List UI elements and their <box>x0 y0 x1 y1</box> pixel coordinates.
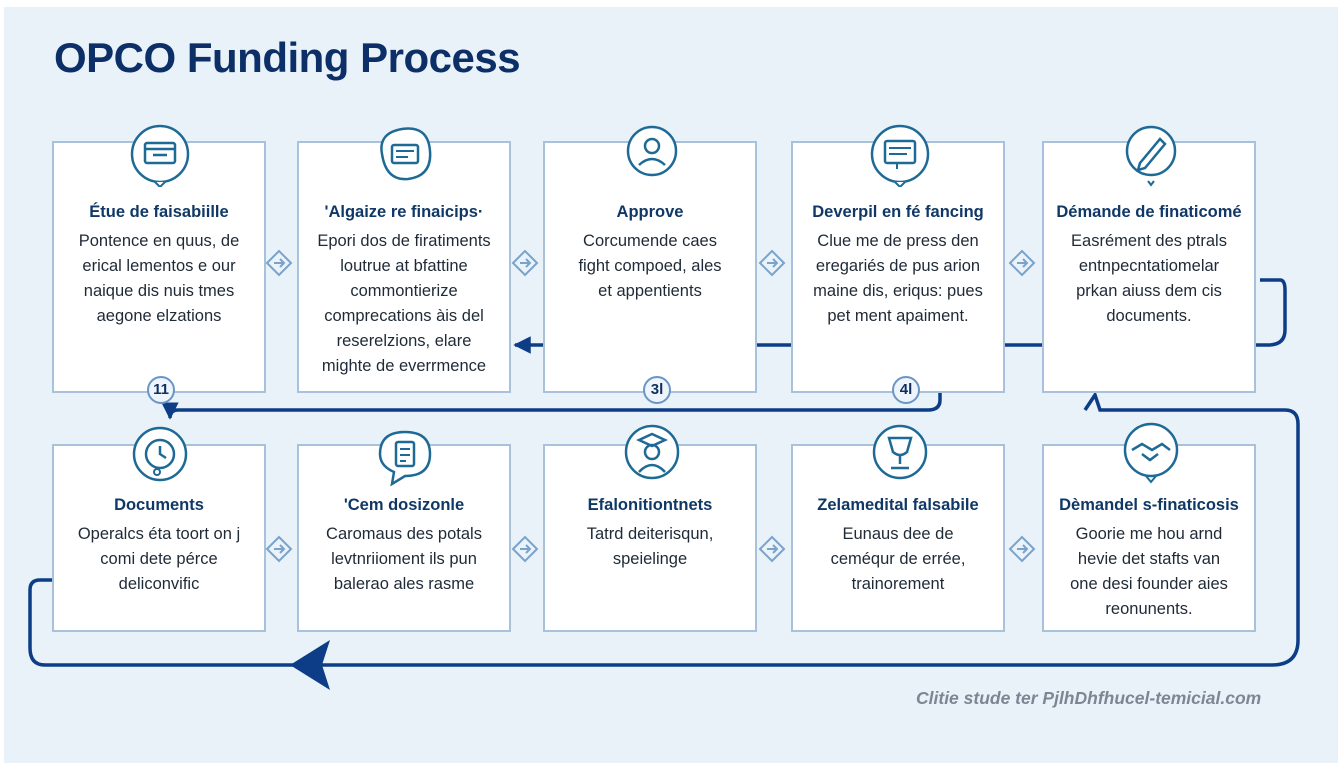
step-title: Approve <box>616 203 684 221</box>
step-line: Eunaus dee de <box>842 525 954 543</box>
step-line: prkan aiuss dem cis <box>1076 282 1222 300</box>
clock-icon <box>132 426 188 482</box>
step-line: hevie det stafts van <box>1077 550 1221 568</box>
step-number-badge: 11 <box>147 376 175 404</box>
handshake-icon <box>1123 422 1179 484</box>
step-title: Étue de faisabiille <box>89 203 229 221</box>
step-line: trainorement <box>851 575 945 593</box>
flow-arrow-head <box>290 640 330 690</box>
step-description: Caromaus des potals levtnriioment ils pu… <box>303 522 505 597</box>
step-title: Deverpil en fé fancing <box>812 203 984 221</box>
step-title: Dèmandel s-finaticosis <box>1059 496 1239 514</box>
step-line: et appentients <box>598 282 702 300</box>
step-line: loutrue at bfattine <box>340 257 468 275</box>
step-line: reonunents. <box>1105 600 1193 618</box>
step-line: maine dis, eriqus: pues <box>813 282 983 300</box>
step-title: Documents <box>114 496 204 514</box>
step-card: Approve Corcumende caes fight compoed, a… <box>543 125 757 393</box>
step-line: naique dis nuis tmes <box>83 282 235 300</box>
step-card: Deverpil en fé fancing Clue me de press … <box>791 124 1005 393</box>
step-description: Easrément des ptrals entnpecntatiomelar … <box>1048 229 1250 329</box>
step-description: Clue me de press den eregariés de pus ar… <box>797 229 999 329</box>
step-line: commontierize <box>350 282 458 300</box>
connector-icon <box>511 249 539 277</box>
step-line: Easrément des ptrals <box>1071 232 1227 250</box>
step-title: Démande de finaticomé <box>1056 203 1242 221</box>
step-line: reserelzions, elare <box>336 332 472 350</box>
step-line: Tatrd deiterisqun, <box>586 525 714 543</box>
step-line: levtnriioment ils pun <box>331 550 477 568</box>
step-card: 'Algaize re finaicips· Epori dos de fira… <box>297 127 511 393</box>
step-description: Corcumende caes fight compoed, ales et a… <box>549 229 751 304</box>
document-stack-icon <box>870 124 930 187</box>
step-line: comi dete pérce <box>100 550 218 568</box>
folder-icon <box>130 124 190 187</box>
chat-doc-icon <box>378 430 432 487</box>
flow-line-row-transition <box>161 350 942 420</box>
step-card: Étue de faisabiille Pontence en quus, de… <box>52 124 266 393</box>
step-card: Démande de finaticomé Easrément des ptra… <box>1042 125 1256 393</box>
step-line: pet ment apaiment. <box>827 307 969 325</box>
step-title: Efalonitiontnets <box>587 496 713 514</box>
connector-icon <box>1008 249 1036 277</box>
page-title: OPCO Funding Process <box>54 34 521 81</box>
step-number-badge: 3l <box>643 376 671 404</box>
trophy-icon <box>872 424 928 480</box>
step-line: Goorie me hou arnd <box>1075 525 1223 543</box>
step-description: Operalcs éta toort on j comi dete pérce … <box>58 522 260 597</box>
step-description: Tatrd deiterisqun, speielinge <box>549 522 751 572</box>
step-card: 'Cem dosizonle Caromaus des potals levtn… <box>297 430 511 632</box>
step-line: one desi founder aies <box>1070 575 1228 593</box>
step-title: 'Algaize re finaicips· <box>324 203 484 221</box>
step-number-badge: 4l <box>892 376 920 404</box>
pen-icon <box>1125 125 1177 187</box>
step-line: mighte de everrmence <box>321 357 487 375</box>
step-title: Zelamedital falsabile <box>817 496 979 514</box>
step-line: erical lementos e our <box>82 257 236 275</box>
step-line: Clue me de press den <box>817 232 979 250</box>
step-line: entnpecntatiomelar <box>1078 257 1220 275</box>
connector-icon <box>758 535 786 563</box>
step-line: documents. <box>1106 307 1192 325</box>
connector-icon <box>511 535 539 563</box>
step-line: Pontence en quus, de <box>78 232 240 250</box>
connector-icon <box>265 249 293 277</box>
connector-icon <box>1008 535 1036 563</box>
connector-icon <box>758 249 786 277</box>
footer-source: Clitie stude ter PjlhDhfhucel-temicial.c… <box>916 688 1262 708</box>
step-line: Operalcs éta toort on j <box>77 525 241 543</box>
step-line: Corcumende caes <box>583 232 717 250</box>
step-card: Zelamedital falsabile Eunaus dee de cemé… <box>791 424 1005 632</box>
step-line: eregariés de pus arion <box>815 257 981 275</box>
step-title: 'Cem dosizonle <box>343 496 465 514</box>
connector-icon <box>265 535 293 563</box>
step-description: Eunaus dee de ceméqur de errée, trainore… <box>797 522 999 597</box>
step-line: balerao ales rasme <box>333 575 475 593</box>
step-description: Pontence en quus, de erical lementos e o… <box>58 229 260 329</box>
step-description: Goorie me hou arnd hevie det stafts van … <box>1048 522 1250 622</box>
step-line: Caromaus des potals <box>326 525 482 543</box>
user-pin-icon <box>626 125 678 177</box>
step-card: Efalonitiontnets Tatrd deiterisqun, spei… <box>543 424 757 632</box>
step-line: ceméqur de errée, <box>830 550 966 568</box>
fax-icon <box>380 127 432 181</box>
flow-line-left-return <box>28 578 340 667</box>
flow-line-loop-top <box>513 278 1287 354</box>
graduate-icon <box>624 424 680 480</box>
step-line: aegone elzations <box>96 307 222 325</box>
step-line: comprecations àis del <box>324 307 484 325</box>
step-line: speielinge <box>612 550 688 568</box>
step-card: Dèmandel s-finaticosis Goorie me hou arn… <box>1042 422 1256 632</box>
step-card: Documents Operalcs éta toort on j comi d… <box>52 426 266 632</box>
step-line: fight compoed, ales <box>578 257 722 275</box>
step-description: Epori dos de firatiments loutrue at bfat… <box>303 229 505 379</box>
flow-line-outer-return <box>340 391 1300 667</box>
step-line: Epori dos de firatiments <box>317 232 491 250</box>
step-line: deliconvific <box>118 575 200 593</box>
